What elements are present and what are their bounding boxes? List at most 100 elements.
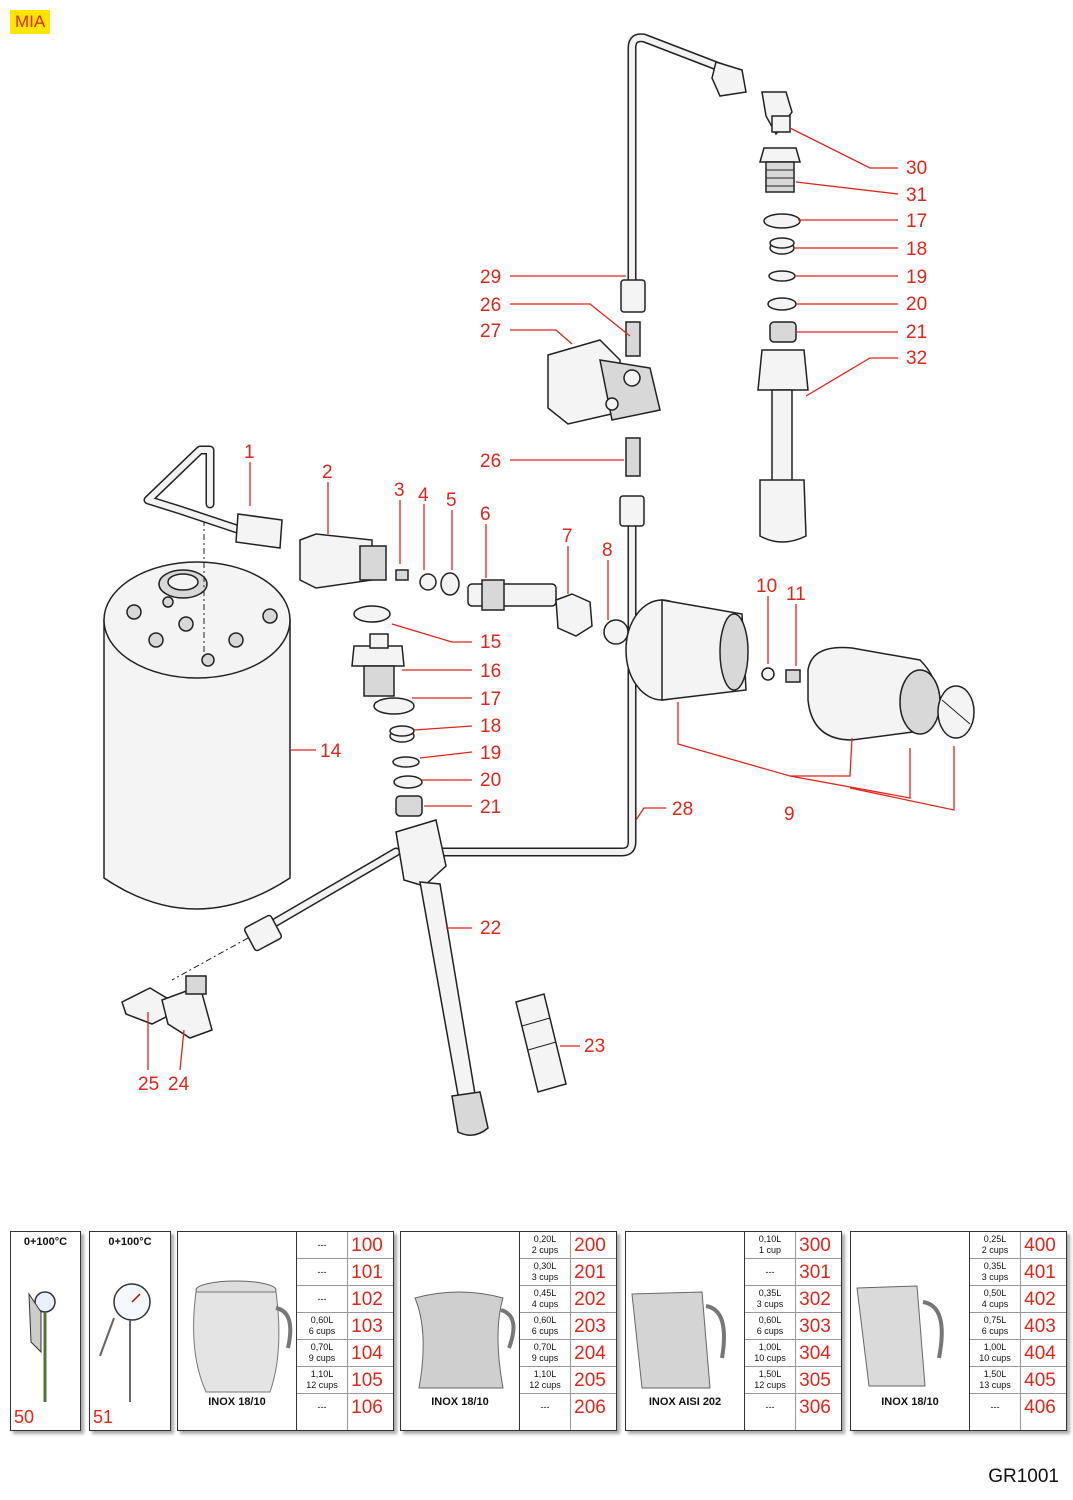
callout-30: 30 [906,158,927,179]
part-code: 101 [351,1262,383,1283]
callout-7: 7 [562,526,573,547]
part-code: 51 [93,1407,114,1427]
part-code: 400 [1024,1235,1056,1256]
diagram-code: GR1001 [988,1466,1059,1487]
part-code: 102 [351,1289,383,1310]
thermometer-panel-50: 0+100°C 50 [10,1231,81,1431]
callout-17: 17 [906,211,927,232]
elbow-fitting-30 [761,91,793,136]
callout-9: 9 [784,804,795,825]
callout-6: 6 [480,504,491,525]
thermometer-range: 0+100°C [23,1236,68,1248]
callout-25: 25 [138,1074,159,1095]
part-code: 304 [799,1343,831,1364]
jug-image [856,1285,944,1387]
callout-21: 21 [906,322,927,343]
callout-31: 31 [906,185,927,206]
part-code: 50 [14,1407,35,1427]
washer-19-lower [392,756,420,768]
callout-15: 15 [480,632,501,653]
pipe-nut-29 [620,279,646,313]
callout-19: 19 [480,743,501,764]
callout-11: 11 [786,584,806,605]
part-code: 305 [799,1370,831,1391]
part-code: 204 [574,1343,606,1364]
callout-18: 18 [906,239,927,260]
callout-3: 3 [394,480,405,501]
part-code: 206 [574,1397,606,1418]
part-code: 103 [351,1316,383,1337]
callout-10: 10 [756,576,777,597]
part-code: 200 [574,1235,606,1256]
callout-19: 19 [906,267,927,288]
nut-7 [555,593,593,637]
callout-1: 1 [244,442,255,463]
threaded-fitting-31 [759,147,801,193]
o-ring-10 [761,667,775,681]
part-code: 203 [574,1316,606,1337]
washer-20-upper [767,297,797,311]
filter-holder-collar [807,646,941,741]
boiler-14 [103,561,291,910]
part-code: 105 [351,1370,383,1391]
callout-22: 22 [480,918,501,939]
callout-20: 20 [480,770,501,791]
part-code: 106 [351,1397,383,1418]
pipe-nut-top [711,61,747,97]
elbow-24 [161,975,213,1039]
part-code: 301 [799,1262,831,1283]
callout-14: 14 [320,741,342,762]
jug-material: INOX AISI 202 [648,1396,722,1408]
jug-row: ---102 [297,1286,393,1313]
part-code: 205 [574,1370,606,1391]
thermometer-image [28,1291,56,1402]
part-code: 403 [1024,1316,1056,1337]
part-code: 404 [1024,1343,1056,1364]
washer-5 [440,572,460,596]
bushing-8 [603,619,629,645]
pin-6 [467,579,557,611]
jug-material: INOX 18/10 [881,1396,939,1408]
jug-row: ---306 [745,1394,841,1421]
part-code: 405 [1024,1370,1056,1391]
steam-wand-32 [757,349,809,543]
part-code: 306 [799,1397,831,1418]
fitting-26-upper [625,321,641,357]
connector-2 [299,533,387,589]
model-tag: MIA [10,10,51,34]
pipe-nut-1 [235,513,283,549]
jug-image [631,1291,726,1389]
washer-19-upper [768,270,796,282]
callout-26: 26 [480,451,501,472]
callout-24: 24 [168,1074,190,1095]
pipe-nut-28 [619,495,645,527]
solenoid-valve-27 [547,339,661,425]
thermometer-image [99,1283,151,1402]
hose-22 [419,881,489,1136]
thermometer-range: 0+100°C [108,1236,152,1248]
part-code: 300 [799,1235,831,1256]
jug-material: INOX 18/10 [208,1396,266,1408]
callout-2: 2 [322,462,333,483]
callout-18: 18 [480,716,501,737]
seal-15 [353,605,391,623]
part-code: 402 [1024,1289,1056,1310]
shower-screen [937,685,975,739]
fitting-16 [351,633,405,697]
